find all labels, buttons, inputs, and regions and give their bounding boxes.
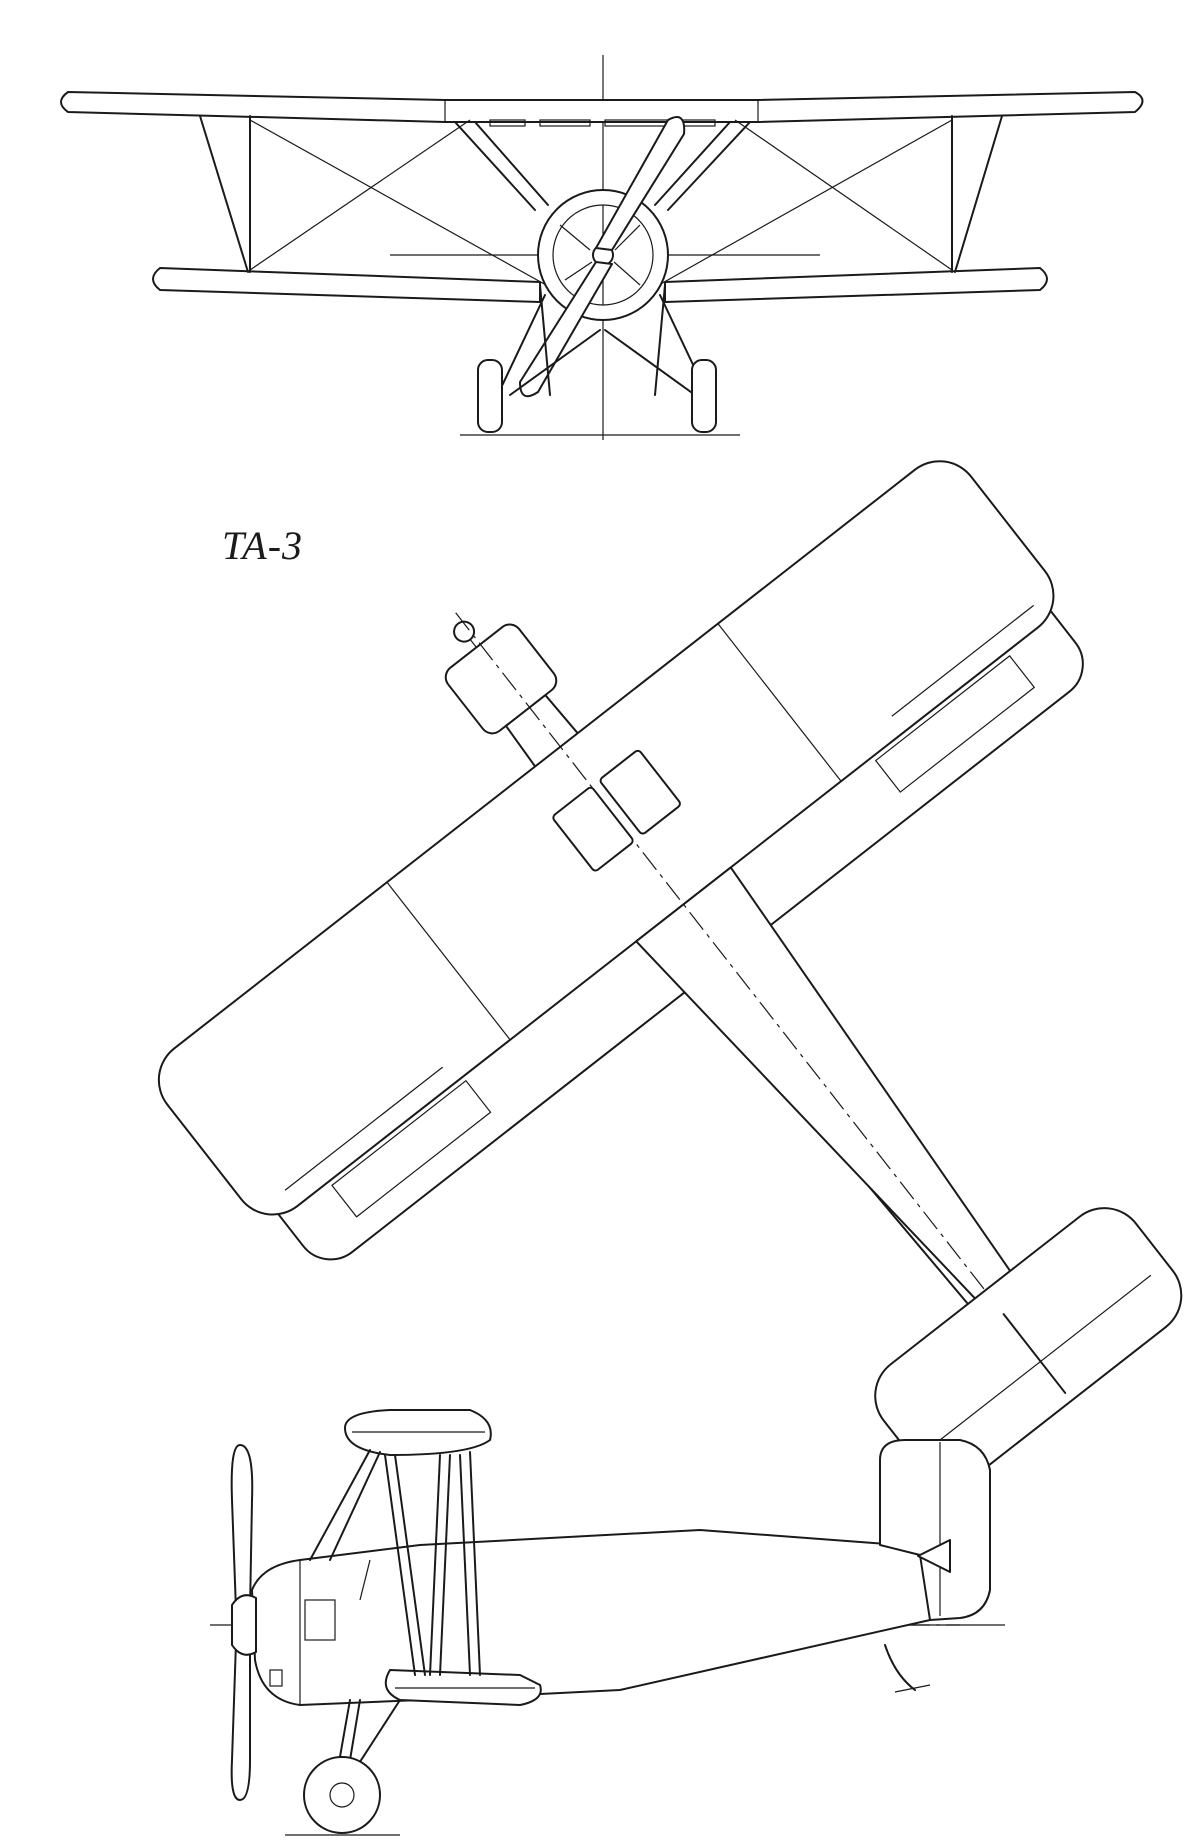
side-propeller-lower <box>230 1641 251 1801</box>
side-view <box>210 1409 1005 1836</box>
top-upper-wing <box>157 460 1055 1216</box>
front-propeller-blade-lower <box>519 261 613 398</box>
top-cockpit-rear <box>599 749 681 835</box>
front-propeller-blade-upper <box>595 116 686 251</box>
front-lower-wing-left <box>152 267 541 303</box>
side-tail-fin <box>879 1439 991 1621</box>
front-wheel-left <box>477 359 503 433</box>
side-propeller-upper <box>230 1444 254 1611</box>
front-lower-wing-right <box>664 267 1048 303</box>
front-upper-wing <box>60 91 1144 123</box>
front-view <box>60 55 1144 440</box>
aircraft-designation-label: TA-3 <box>222 523 304 568</box>
side-tailplane <box>917 1539 951 1573</box>
top-cockpit-front <box>552 786 634 872</box>
side-spinner <box>231 1594 257 1656</box>
side-fuselage <box>251 1529 946 1706</box>
top-view <box>157 460 1183 1485</box>
front-engine-cowling <box>537 189 669 321</box>
side-wheel <box>303 1756 381 1834</box>
front-wheel-right <box>691 359 717 433</box>
